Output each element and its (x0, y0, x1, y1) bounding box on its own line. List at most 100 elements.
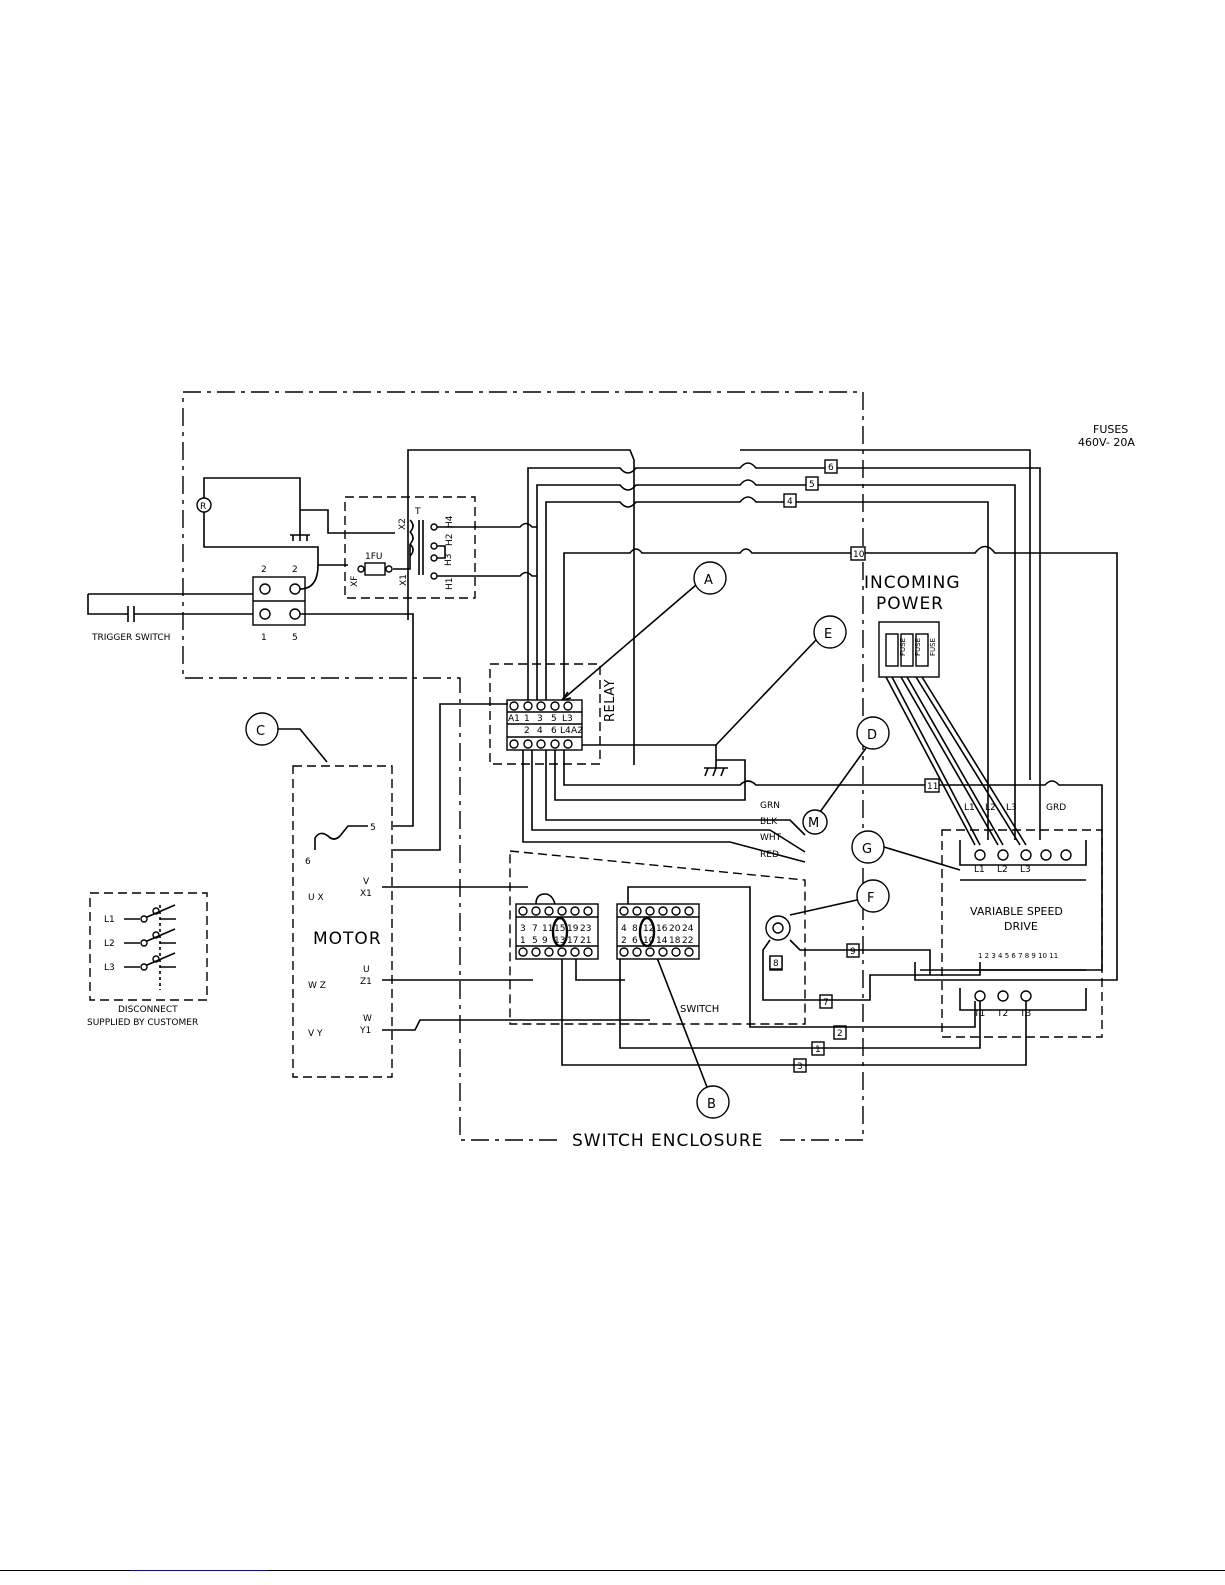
svg-text:11: 11 (927, 782, 938, 792)
svg-text:9: 9 (542, 936, 548, 946)
svg-text:BLK: BLK (760, 817, 778, 827)
svg-text:V: V (363, 877, 370, 887)
svg-text:RED: RED (760, 850, 779, 860)
svg-text:20: 20 (669, 924, 681, 934)
svg-text:2: 2 (292, 565, 298, 575)
fuses-title: FUSES (1093, 423, 1128, 436)
svg-text:6: 6 (632, 936, 638, 946)
svg-text:10: 10 (643, 936, 655, 946)
variable-speed-drive: L1 L2 L3 GRD L1 L2 L3 VARIABLE SPEED DRI… (959, 803, 1087, 1019)
svg-text:L3: L3 (104, 963, 115, 973)
svg-text:X2: X2 (398, 518, 408, 530)
switch-box (509, 850, 806, 1025)
svg-text:22: 22 (682, 936, 693, 946)
svg-text:R: R (200, 502, 206, 512)
svg-text:L3: L3 (1020, 865, 1031, 875)
svg-text:VARIABLE SPEED: VARIABLE SPEED (970, 905, 1063, 918)
ground-symbol (704, 745, 728, 777)
svg-text:13: 13 (554, 936, 565, 946)
terminal-block: 2 2 1 5 (252, 564, 414, 827)
svg-text:INCOMING: INCOMING (864, 573, 961, 593)
potentiometer: 8 (762, 915, 981, 1001)
callouts: A E C D G F B (245, 561, 961, 1119)
svg-text:L2: L2 (104, 939, 115, 949)
switch-block: 3 7 11 15 19 23 1 5 9 13 17 21 4 8 12 16… (515, 886, 1027, 1066)
svg-text:5: 5 (532, 936, 538, 946)
wire-bundle (407, 449, 1118, 981)
svg-text:6: 6 (305, 857, 311, 867)
svg-text:L1: L1 (964, 803, 975, 813)
svg-text:L3: L3 (1006, 803, 1017, 813)
svg-text:DRIVE: DRIVE (1004, 920, 1038, 933)
incoming-power: INCOMING POWER FUSE FUSE FUSE (864, 573, 1027, 846)
motor-box (292, 765, 393, 1078)
svg-text:3: 3 (537, 714, 543, 724)
svg-text:GRD: GRD (1046, 803, 1066, 813)
svg-text:1FU: 1FU (365, 552, 383, 562)
svg-text:7: 7 (532, 924, 538, 934)
svg-text:H2: H2 (445, 534, 455, 547)
svg-text:5: 5 (292, 633, 298, 643)
svg-text:W: W (363, 1014, 372, 1024)
svg-text:SUPPLIED BY CUSTOMER: SUPPLIED BY CUSTOMER (87, 1018, 198, 1028)
svg-text:11: 11 (542, 924, 553, 934)
svg-text:16: 16 (656, 924, 668, 934)
svg-text:D: D (867, 728, 878, 743)
switch-enclosure-label: SWITCH ENCLOSURE (572, 1131, 763, 1151)
svg-text:U X: U X (308, 893, 324, 903)
svg-text:T2: T2 (996, 1009, 1008, 1019)
svg-text:A1: A1 (508, 714, 520, 724)
svg-text:1 2 3 4 5 6 7 8 9 10 11: 1 2 3 4 5 6 7 8 9 10 11 (978, 952, 1058, 960)
svg-text:W Z: W Z (308, 981, 326, 991)
svg-text:Y1: Y1 (359, 1026, 371, 1036)
svg-text:FUSE: FUSE (899, 638, 907, 656)
svg-text:10: 10 (853, 550, 865, 560)
svg-text:A2: A2 (571, 726, 583, 736)
svg-text:1: 1 (520, 936, 526, 946)
svg-text:15: 15 (554, 924, 565, 934)
svg-text:L1: L1 (104, 915, 115, 925)
footer-link-underline[interactable] (130, 1570, 267, 1571)
svg-text:H3: H3 (444, 554, 454, 567)
svg-text:GRN: GRN (760, 801, 780, 811)
svg-text:F: F (867, 891, 875, 906)
svg-text:POWER: POWER (876, 594, 944, 614)
svg-text:2: 2 (261, 565, 267, 575)
svg-text:1: 1 (815, 1045, 821, 1055)
svg-text:3: 3 (520, 924, 526, 934)
motor: 5 6 MOTOR U X W Z V Y V X1 U Z1 W Y1 (305, 823, 650, 1039)
disconnect-box (89, 892, 208, 1001)
svg-text:DISCONNECT: DISCONNECT (118, 1005, 178, 1015)
svg-text:6: 6 (828, 463, 834, 473)
svg-text:24: 24 (682, 924, 694, 934)
svg-text:WHT: WHT (760, 833, 782, 843)
svg-text:X1: X1 (399, 574, 409, 586)
svg-text:L3: L3 (562, 714, 573, 724)
svg-text:B: B (707, 1097, 716, 1112)
fuses-rating: 460V- 20A (1078, 436, 1135, 449)
svg-text:18: 18 (669, 936, 681, 946)
svg-text:U: U (363, 965, 370, 975)
svg-text:23: 23 (580, 924, 591, 934)
relay-label: RELAY (603, 679, 618, 722)
svg-text:5: 5 (370, 823, 376, 833)
wire-number-tags: 6 5 4 10 11 9 8 7 2 1 3 (769, 459, 940, 1073)
switch-label: SWITCH (680, 1004, 719, 1015)
svg-text:M: M (808, 816, 820, 831)
svg-text:2: 2 (524, 726, 530, 736)
svg-text:6: 6 (551, 726, 557, 736)
svg-text:C: C (256, 724, 266, 739)
svg-text:T1: T1 (973, 1009, 985, 1019)
svg-text:1: 1 (524, 714, 530, 724)
svg-text:8: 8 (632, 924, 638, 934)
svg-text:L2: L2 (997, 865, 1008, 875)
svg-text:8: 8 (773, 959, 779, 969)
svg-text:L4: L4 (560, 726, 571, 736)
transformer: 1FU XF X1 X2 T H4 H2 H3 H1 (350, 507, 537, 590)
svg-text:14: 14 (656, 936, 668, 946)
indicator-light: R (196, 477, 395, 565)
svg-text:4: 4 (537, 726, 543, 736)
svg-text:2: 2 (837, 1029, 843, 1039)
svg-text:5: 5 (809, 480, 815, 490)
svg-text:9: 9 (850, 947, 856, 957)
